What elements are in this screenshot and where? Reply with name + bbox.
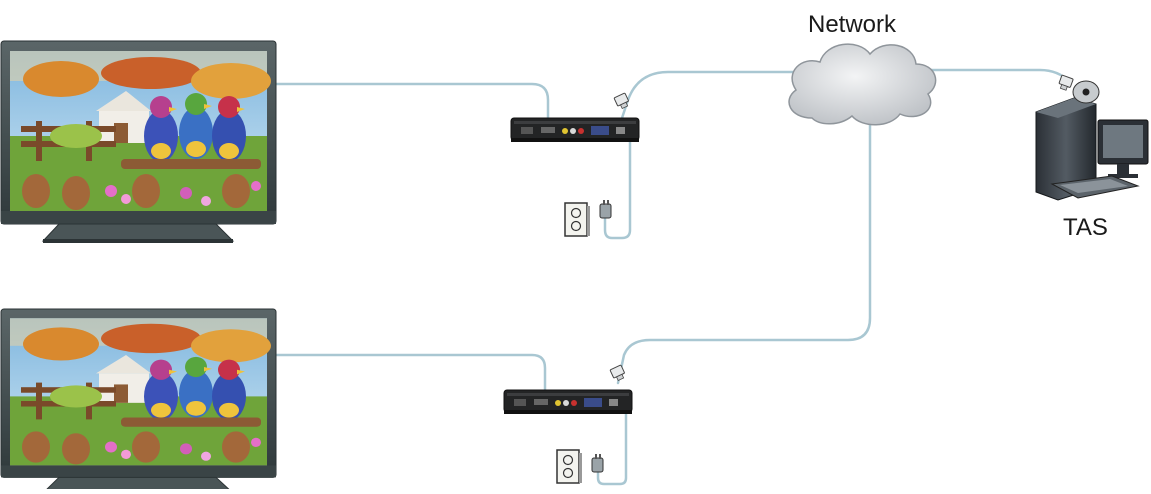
media-player-2 — [503, 389, 633, 415]
display-screen-1 — [0, 40, 277, 244]
cable-player1-network — [620, 70, 797, 120]
cable-player2-power — [596, 410, 628, 486]
cable-network-player2 — [616, 118, 872, 385]
power-outlet-icon-2 — [556, 449, 583, 484]
power-adapter-icon-2 — [591, 453, 604, 473]
cable-display2-player2 — [273, 353, 547, 391]
ethernet-plug-icon-3 — [1057, 74, 1074, 92]
server-label: TAS — [1063, 214, 1108, 241]
cable-display1-player1 — [273, 82, 550, 121]
cables — [273, 68, 1072, 486]
ethernet-plug-icon-1 — [613, 92, 631, 111]
cable-network-tas — [923, 68, 1072, 84]
network-label: Network — [808, 11, 897, 38]
power-outlet-icon-1 — [564, 202, 591, 237]
media-player-1 — [510, 117, 640, 143]
cable-player1-power — [603, 138, 632, 240]
power-adapter-icon-1 — [599, 199, 612, 219]
display-screen-2 — [0, 308, 277, 494]
server-computer-icon — [1035, 80, 1149, 201]
network-cloud-icon — [788, 43, 937, 126]
ethernet-plug-icon-2 — [609, 364, 627, 383]
